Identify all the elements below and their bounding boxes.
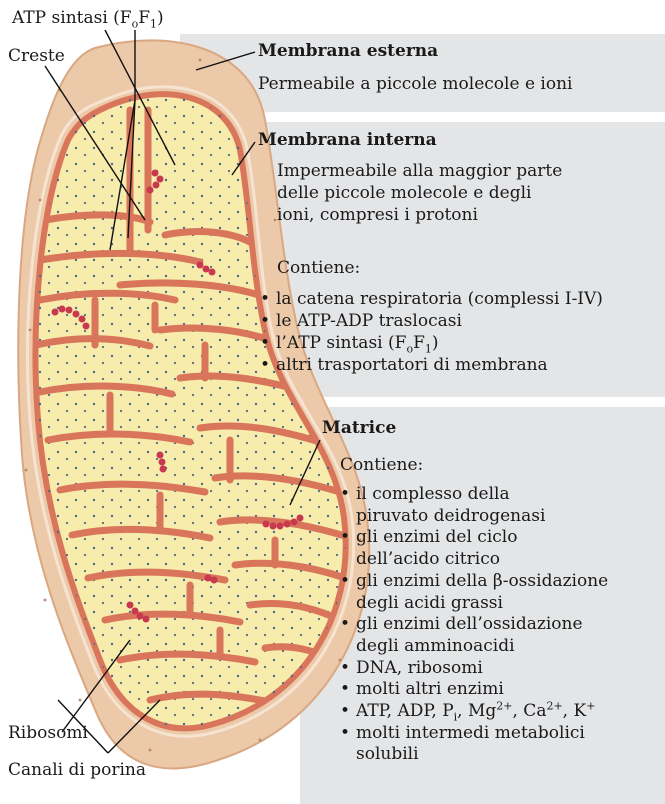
list-item: gli enzimi dell’ossidazione bbox=[338, 614, 608, 636]
list-item: molti altri enzimi bbox=[338, 679, 608, 701]
label-ribosomes: Ribosomi bbox=[8, 723, 88, 744]
list-item: degli amminoacidi bbox=[338, 636, 608, 658]
list-item: solubili bbox=[338, 744, 608, 766]
list-item: DNA, ribosomi bbox=[338, 658, 608, 680]
inner-membrane-list: la catena respiratoria (complessi I-IV) … bbox=[258, 288, 603, 376]
matrix-title: Matrice bbox=[322, 418, 396, 439]
label-cristae: Creste bbox=[8, 46, 65, 67]
inner-membrane-contains-label: Contiene: bbox=[277, 258, 360, 279]
matrix-contains-label: Contiene: bbox=[340, 455, 423, 476]
list-item: altri trasportatori di membrana bbox=[258, 354, 603, 376]
list-item: degli acidi grassi bbox=[338, 593, 608, 615]
matrix-list: il complesso della piruvato deidrogenasi… bbox=[338, 484, 608, 766]
list-item: la catena respiratoria (complessi I-IV) bbox=[258, 288, 603, 310]
list-item: le ATP-ADP traslocasi bbox=[258, 310, 603, 332]
list-item: piruvato deidrogenasi bbox=[338, 506, 608, 528]
inner-membrane-title: Membrana interna bbox=[258, 130, 437, 151]
label-porin-channels: Canali di porina bbox=[8, 760, 146, 781]
list-item: gli enzimi del ciclo bbox=[338, 527, 608, 549]
inner-membrane-description: Impermeabile alla maggior parte delle pi… bbox=[277, 160, 562, 226]
outer-membrane-title: Membrana esterna bbox=[258, 41, 438, 62]
list-item: gli enzimi della β-ossidazione bbox=[338, 571, 608, 593]
label-atp-synthase: ATP sintasi (FoF1) bbox=[12, 8, 164, 29]
list-item: ATP, ADP, Pi, Mg2+, Ca2+, K+ bbox=[338, 701, 608, 723]
outer-membrane-description: Permeabile a piccole molecole e ioni bbox=[258, 74, 572, 95]
list-item: molti intermedi metabolici bbox=[338, 723, 608, 745]
list-item: dell’acido citrico bbox=[338, 549, 608, 571]
list-item: l’ATP sintasi (FoF1) bbox=[258, 332, 603, 354]
list-item: il complesso della bbox=[338, 484, 608, 506]
